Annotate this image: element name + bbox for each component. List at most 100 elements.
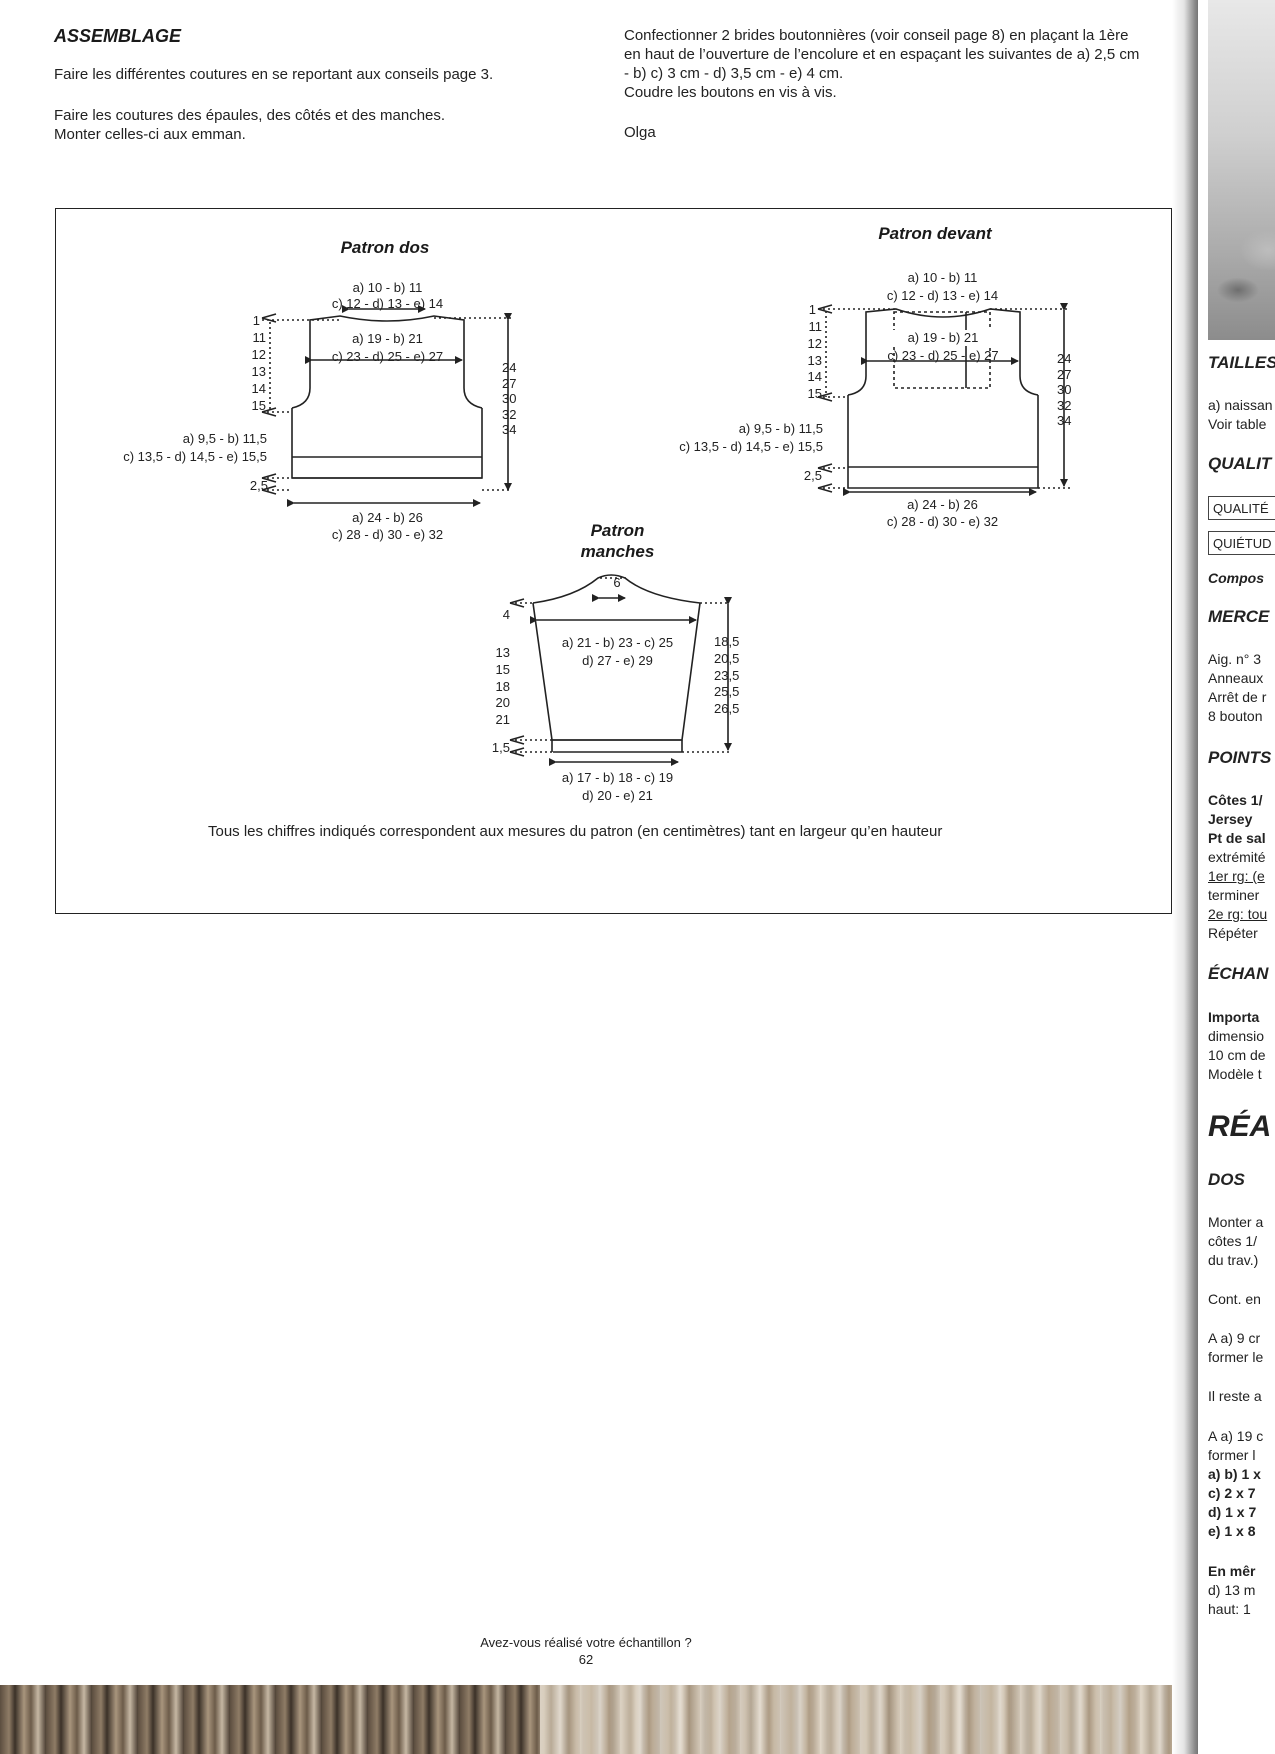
np-d12: d) 1 x 7 (1208, 1504, 1257, 1520)
dos-inner-line2: c) 23 - d) 25 - e) 27 (331, 349, 444, 364)
np-d7: Il reste a (1208, 1388, 1262, 1404)
np-tailles-l1: a) naissan (1208, 397, 1273, 413)
np-merce-l1: Aig. n° 3 (1208, 651, 1262, 667)
devant-left-0: 1 (808, 302, 816, 317)
dos-bottom-line2: c) 28 - d) 30 - e) 32 (331, 527, 444, 542)
np-d14: En mêr (1208, 1563, 1256, 1579)
devant-left-stack: 11 12 13 14 15 (807, 319, 822, 402)
dos-title: Patron dos (340, 238, 430, 257)
np-d10: a) b) 1 x (1208, 1466, 1261, 1482)
devant-side-line2: c) 13,5 - d) 14,5 - e) 15,5 (679, 439, 823, 454)
dos-side-line2: c) 13,5 - d) 14,5 - e) 15,5 (123, 449, 267, 464)
manches-right-stack: 18,5 20,5 23,5 25,5 26,5 (714, 634, 740, 717)
np-d6: former le (1208, 1349, 1264, 1365)
devant-inner-line1: a) 19 - b) 21 (868, 330, 1018, 346)
manches-top: 6 (613, 575, 621, 590)
devant-bottom-line1: a) 24 - b) 26 (907, 497, 978, 512)
np-d2: côtes 1/ (1208, 1233, 1258, 1249)
assemblage-para1: Faire les différentes coutures en se rep… (54, 66, 494, 83)
np-p8: Répéter (1208, 925, 1258, 941)
manches-bottom-line1: a) 17 - b) 18 - c) 19 (561, 770, 674, 785)
page-number: 62 (578, 1652, 594, 1667)
adjacent-page-photo (1208, 0, 1275, 340)
assemblage-section: ASSEMBLAGE Faire les différentes couture… (54, 26, 574, 144)
manches-schematic (509, 574, 732, 766)
assemblage-heading: ASSEMBLAGE (54, 26, 182, 46)
devant-inner-line2: c) 23 - d) 25 - e) 27 (887, 348, 999, 363)
np-box1: QUALITÉ (1208, 496, 1275, 520)
np-e4: Modèle t (1208, 1066, 1262, 1082)
manches-left-stack: 13 15 18 20 21 (495, 645, 510, 728)
devant-title: Patron devant (878, 224, 992, 243)
np-rea: RÉA (1208, 1110, 1272, 1143)
devant-side-line1: a) 9,5 - b) 11,5 (738, 421, 823, 436)
np-compos: Compos (1208, 570, 1264, 586)
instruction-line1: Confectionner 2 brides boutonnières (voi… (624, 27, 1129, 44)
instruction-line3: - b) c) 3 cm - d) 3,5 cm - e) 4 cm. (624, 65, 844, 82)
pattern-diagram-frame (55, 208, 1172, 914)
np-merce: MERCE (1208, 607, 1270, 626)
np-tailles-l2: Voir table (1208, 416, 1267, 432)
footer-question: Avez-vous réalisé votre échantillon ? (480, 1635, 692, 1650)
np-d4: Cont. en (1208, 1291, 1261, 1307)
np-e2: dimensio (1208, 1028, 1265, 1044)
signature: Olga (624, 124, 656, 141)
page-binding-shadow (1172, 0, 1202, 1754)
manches-inner-line1: a) 21 - b) 23 - c) 25 (561, 635, 674, 650)
diagram-note: Tous les chiffres indiqués correspondent… (208, 823, 943, 840)
np-merce-l4: 8 bouton (1208, 708, 1263, 724)
np-d8: A a) 19 c (1208, 1428, 1264, 1444)
manches-rib: 1,5 (491, 740, 510, 755)
np-d3: du trav.) (1208, 1252, 1259, 1268)
assemblage-para2-line1: Faire les coutures des épaules, des côté… (54, 107, 446, 124)
buttonhole-instructions: Confectionner 2 brides boutonnières (voi… (624, 26, 1169, 142)
manches-cap: 4 (502, 607, 510, 622)
np-p4: extrémité (1208, 849, 1266, 865)
dos-left-stack: 11 12 13 14 15 (251, 330, 266, 413)
devant-right-stack: 24 27 30 32 34 (1057, 351, 1072, 428)
manches-inner-line2: d) 27 - e) 29 (582, 653, 653, 668)
np-box2: QUIÉTUD (1208, 531, 1275, 555)
decorative-yarn-strip (0, 1679, 1172, 1754)
np-p6: terminer (1208, 887, 1260, 903)
devant-bottom-line2: c) 28 - d) 30 - e) 32 (886, 514, 999, 529)
np-echan: ÉCHAN (1208, 964, 1269, 983)
dos-inner-line1: a) 19 - b) 21 (352, 331, 423, 346)
manches-bottom-line2: d) 20 - e) 21 (582, 788, 653, 803)
devant-rib: 2,5 (803, 468, 822, 483)
dos-bottom-line1: a) 24 - b) 26 (352, 510, 423, 525)
np-merce-l3: Arrêt de r (1208, 689, 1267, 705)
manches-title: Patron manches (580, 521, 655, 561)
np-d9: former l (1208, 1447, 1256, 1463)
np-d15: d) 13 m (1208, 1582, 1256, 1598)
np-d1: Monter a (1208, 1214, 1264, 1230)
adjacent-page-clipped: TAILLES a) naissan Voir table QUALIT QUA… (1198, 0, 1275, 1754)
dos-rib: 2,5 (249, 478, 268, 493)
np-p3: Pt de sal (1208, 830, 1266, 846)
np-d16: haut: 1 (1208, 1601, 1251, 1617)
np-p2: Jersey (1208, 811, 1253, 827)
np-p5: 1er rg: (e (1208, 868, 1265, 884)
np-e3: 10 cm de (1208, 1047, 1266, 1063)
dos-schematic (261, 305, 512, 507)
np-dos: DOS (1208, 1170, 1245, 1189)
np-merce-l2: Anneaux (1208, 670, 1264, 686)
np-p1: Côtes 1/ (1208, 792, 1263, 808)
dos-top-line2: c) 12 - d) 13 - e) 14 (331, 296, 444, 311)
dos-left-0: 1 (252, 313, 260, 328)
devant-top-line2: c) 12 - d) 13 - e) 14 (886, 288, 999, 303)
dos-side-line1: a) 9,5 - b) 11,5 (182, 431, 267, 446)
assemblage-para2-line2: Monter celles-ci aux emman. (54, 126, 246, 143)
np-tailles: TAILLES (1208, 353, 1275, 372)
np-d11: c) 2 x 7 (1208, 1485, 1256, 1501)
np-d13: e) 1 x 8 (1208, 1523, 1256, 1539)
devant-top-line1: a) 10 - b) 11 (907, 270, 978, 285)
devant-schematic (817, 303, 1070, 496)
instruction-line2: en haut de l’ouverture de l’encolure et … (624, 46, 1140, 63)
dos-top-line1: a) 10 - b) 11 (352, 280, 423, 295)
instruction-line4: Coudre les boutons en vis à vis. (624, 84, 837, 101)
np-qualite: QUALIT (1208, 454, 1272, 473)
np-e1: Importa (1208, 1009, 1260, 1025)
decorative-yarn-strip-light (540, 1685, 1172, 1754)
